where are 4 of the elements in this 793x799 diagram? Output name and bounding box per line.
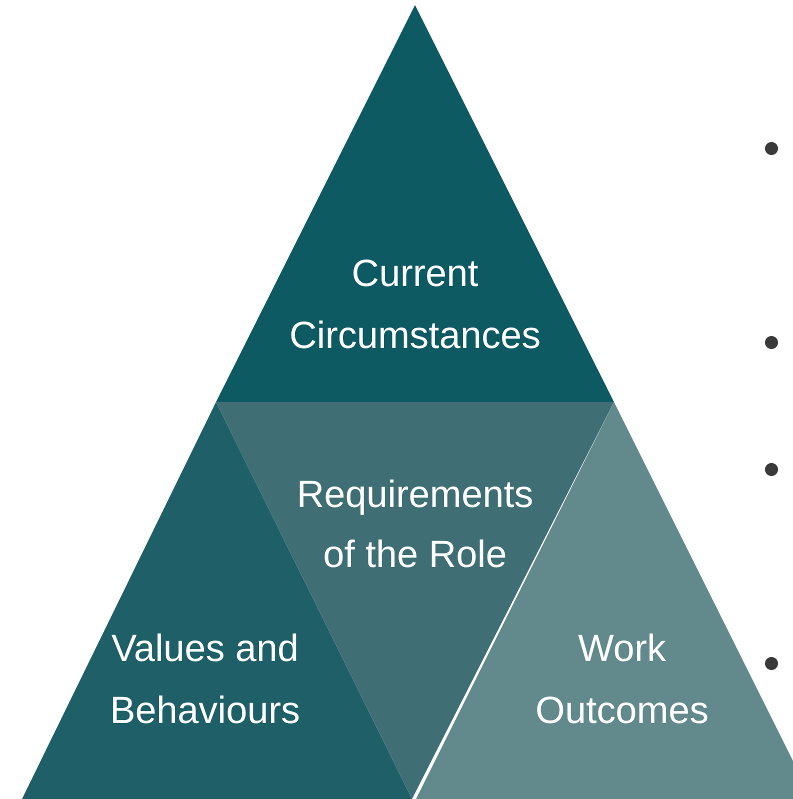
segment-label: Values and Behaviours — [108, 627, 302, 734]
segment-label: Work Outcomes — [534, 627, 710, 734]
segment-label: Current Circumstances — [288, 252, 542, 359]
segment-label: Requirements of the Role — [296, 473, 534, 578]
